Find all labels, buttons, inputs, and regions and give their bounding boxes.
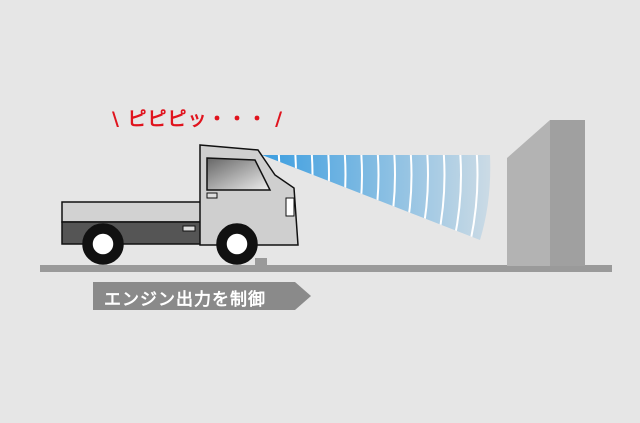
ground — [40, 265, 612, 272]
banner-arrow — [93, 282, 311, 310]
engine-control-label: エンジン出力を制御 — [104, 290, 266, 310]
wall-obstacle — [507, 120, 585, 266]
warning-sound-text: \ ピピピッ・・・ / — [112, 108, 284, 130]
ground-step — [255, 258, 267, 266]
truck — [61, 144, 299, 265]
